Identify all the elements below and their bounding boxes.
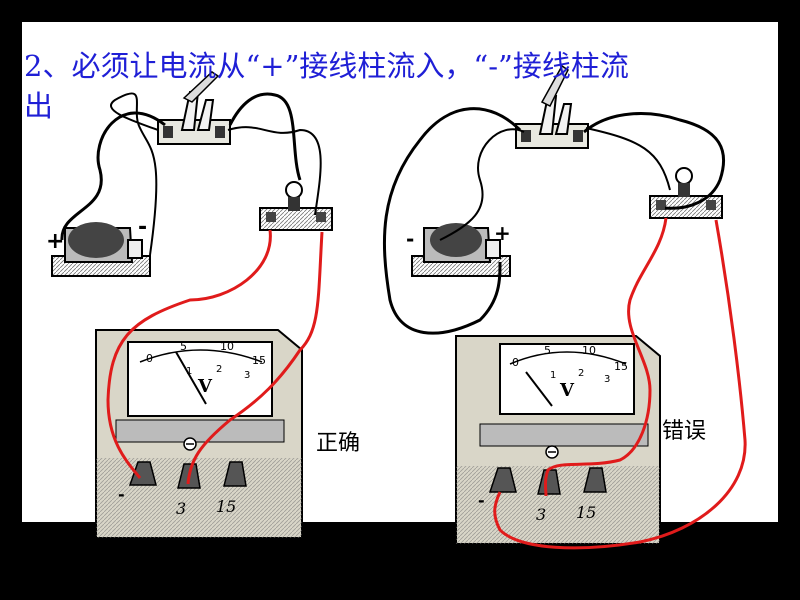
left-scale-0: 0 xyxy=(146,352,153,365)
left-circuit: + - 0 5 10 15 xyxy=(46,71,360,539)
right-wire-black-1 xyxy=(382,107,522,335)
left-terminal-neg: - xyxy=(118,485,125,504)
left-wire-black-3 xyxy=(227,126,322,216)
right-terminal-15: 15 xyxy=(576,503,596,522)
left-scale-15: 15 xyxy=(252,354,266,367)
left-battery xyxy=(51,222,151,277)
right-scale-10: 10 xyxy=(582,344,596,357)
right-scale-5: 5 xyxy=(544,344,551,357)
right-wire-red-2 xyxy=(493,219,747,550)
left-scale-5: 5 xyxy=(180,340,187,353)
left-terminal-15: 15 xyxy=(216,497,236,516)
right-circuit: - + 0 5 10 15 1 2 xyxy=(382,64,747,550)
right-meter-symbol: V xyxy=(559,380,575,401)
left-wire-black-4 xyxy=(228,92,302,181)
right-scale-15: 15 xyxy=(614,360,628,373)
left-lamp xyxy=(259,181,333,231)
right-scale-0: 0 xyxy=(512,356,519,369)
left-scale-10: 10 xyxy=(220,340,234,353)
left-voltmeter xyxy=(95,329,303,539)
right-scale-2: 2 xyxy=(578,368,584,379)
page-title: 2、必须让电流从“+”接线柱流入，“-”接线柱流 出 xyxy=(24,46,764,126)
right-terminal-neg: - xyxy=(478,491,485,510)
title-line-1: 2、必须让电流从“+”接线柱流入，“-”接线柱流 xyxy=(24,49,629,83)
right-battery xyxy=(411,223,511,277)
left-wire-red-1 xyxy=(106,229,272,479)
left-wire-red-2 xyxy=(186,231,324,485)
right-switch xyxy=(515,64,589,149)
left-scale-1: 1 xyxy=(186,366,192,377)
right-terminal-3: 3 xyxy=(536,505,546,524)
left-wire-black-2 xyxy=(110,92,159,256)
right-scale-1: 1 xyxy=(550,370,556,381)
left-wire-black xyxy=(60,111,166,241)
right-battery-plus: + xyxy=(494,221,511,245)
right-wire-black-2 xyxy=(439,128,525,241)
left-meter-symbol: V xyxy=(197,376,213,397)
left-scale-3: 3 xyxy=(244,370,250,381)
left-battery-minus: - xyxy=(138,215,147,240)
left-status-label: 正确 xyxy=(316,431,360,456)
left-terminal-3: 3 xyxy=(176,499,186,518)
right-scale-3: 3 xyxy=(604,374,610,385)
right-wire-black-3 xyxy=(583,112,726,210)
left-switch xyxy=(157,71,231,145)
right-status-label: 错误 xyxy=(662,419,706,444)
right-voltmeter xyxy=(455,335,661,545)
right-wire-red-1 xyxy=(544,217,668,497)
left-scale-2: 2 xyxy=(216,364,222,375)
title-line-2: 出 xyxy=(24,89,54,123)
right-battery-minus: - xyxy=(406,227,414,251)
left-battery-plus: + xyxy=(46,229,64,254)
right-wire-black-4 xyxy=(585,127,671,191)
